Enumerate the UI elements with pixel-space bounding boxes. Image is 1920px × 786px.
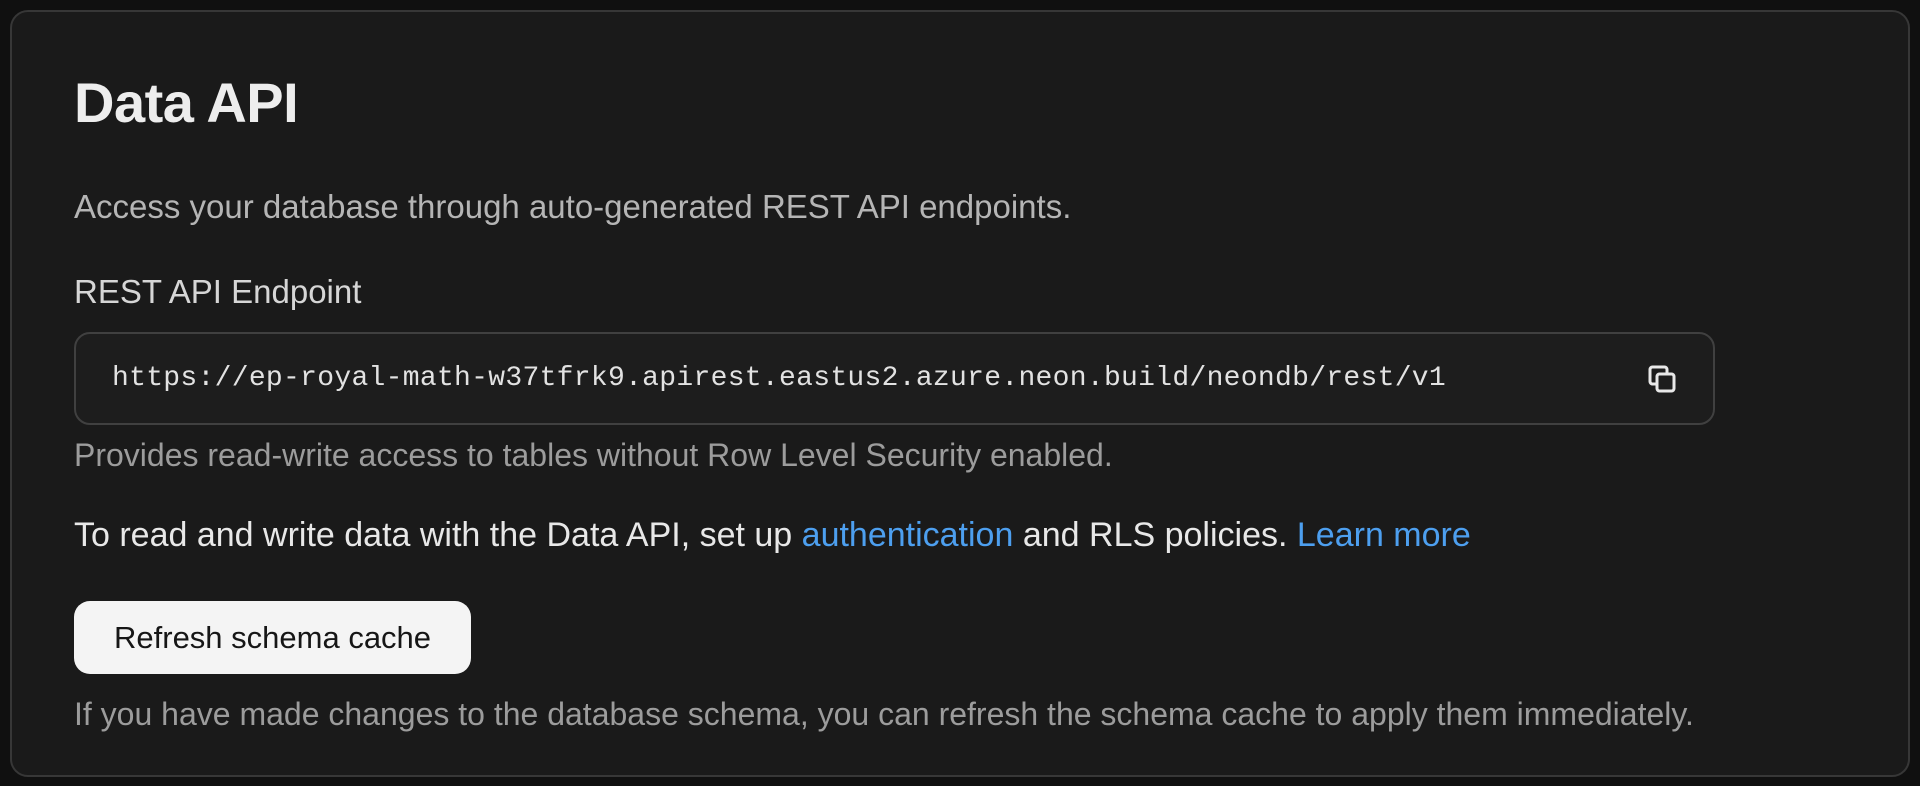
rls-note: To read and write data with the Data API… xyxy=(74,516,1471,555)
learn-more-link[interactable]: Learn more xyxy=(1296,516,1471,554)
data-api-panel: Data API Access your database through au… xyxy=(10,10,1910,777)
copy-endpoint-button[interactable] xyxy=(1639,357,1683,401)
refresh-helper-text: If you have made changes to the database… xyxy=(74,696,1694,732)
copy-icon xyxy=(1645,363,1677,395)
rls-note-text-before: To read and write data with the Data API… xyxy=(74,516,802,554)
rls-note-text-middle: and RLS policies. xyxy=(1013,516,1297,554)
rest-api-endpoint-label: REST API Endpoint xyxy=(74,273,362,310)
endpoint-helper-text: Provides read-write access to tables wit… xyxy=(74,437,1113,473)
page-title: Data API xyxy=(74,71,299,134)
rest-api-endpoint-url: https://ep-royal-math-w37tfrk9.apirest.e… xyxy=(112,363,1447,394)
authentication-link[interactable]: authentication xyxy=(801,516,1014,554)
page-description: Access your database through auto-genera… xyxy=(74,188,1072,225)
refresh-schema-cache-button[interactable]: Refresh schema cache xyxy=(74,601,472,674)
rest-api-endpoint-field[interactable]: https://ep-royal-math-w37tfrk9.apirest.e… xyxy=(74,332,1715,425)
